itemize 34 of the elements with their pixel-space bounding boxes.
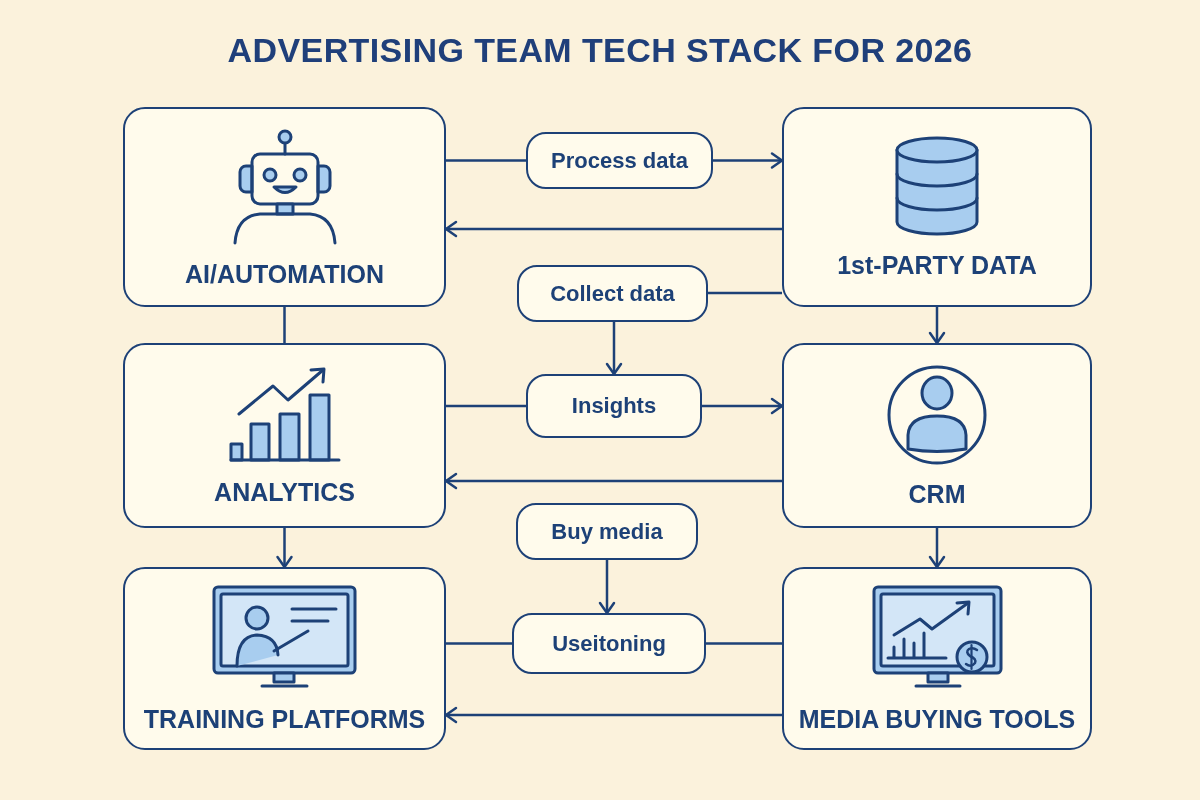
connector-line bbox=[708, 291, 782, 295]
category-card bbox=[782, 107, 1092, 307]
step-pill: Collect data bbox=[517, 265, 708, 322]
category-card bbox=[123, 107, 446, 307]
arrow bbox=[928, 528, 946, 569]
arrow bbox=[276, 528, 293, 569]
card-title: ANALYTICS bbox=[214, 479, 355, 505]
card-title: CRM bbox=[908, 480, 966, 507]
category-card bbox=[123, 343, 446, 528]
category-card bbox=[782, 567, 1092, 750]
connector-line bbox=[446, 159, 526, 162]
category-card bbox=[782, 343, 1092, 528]
card-title: AI/AUTOMATION bbox=[184, 260, 385, 287]
step-pill: Insights bbox=[526, 374, 702, 438]
diagram-title: ADVERTISING TEAM TECH STACK FOR 2026 bbox=[227, 30, 973, 71]
card-title: 1st-PARTY DATA bbox=[837, 252, 1037, 278]
arrow bbox=[713, 152, 784, 169]
connector-line bbox=[706, 642, 782, 645]
card-title: MEDIA BUYING TOOLS bbox=[798, 706, 1076, 732]
arrow bbox=[928, 307, 946, 345]
category-card bbox=[123, 567, 446, 750]
step-pill: Useitoning bbox=[512, 613, 706, 674]
arrow bbox=[598, 560, 616, 615]
arrow bbox=[444, 472, 782, 490]
arrow bbox=[605, 322, 623, 376]
connector-line bbox=[283, 307, 286, 343]
connector-line bbox=[446, 642, 512, 645]
connector-line bbox=[446, 404, 526, 408]
arrow bbox=[444, 220, 782, 238]
arrow bbox=[444, 706, 782, 724]
card-title: TRAINING PLATFORMS bbox=[143, 706, 426, 732]
step-pill: Process data bbox=[526, 132, 713, 189]
step-pill: Buy media bbox=[516, 503, 698, 560]
arrow bbox=[702, 397, 784, 415]
